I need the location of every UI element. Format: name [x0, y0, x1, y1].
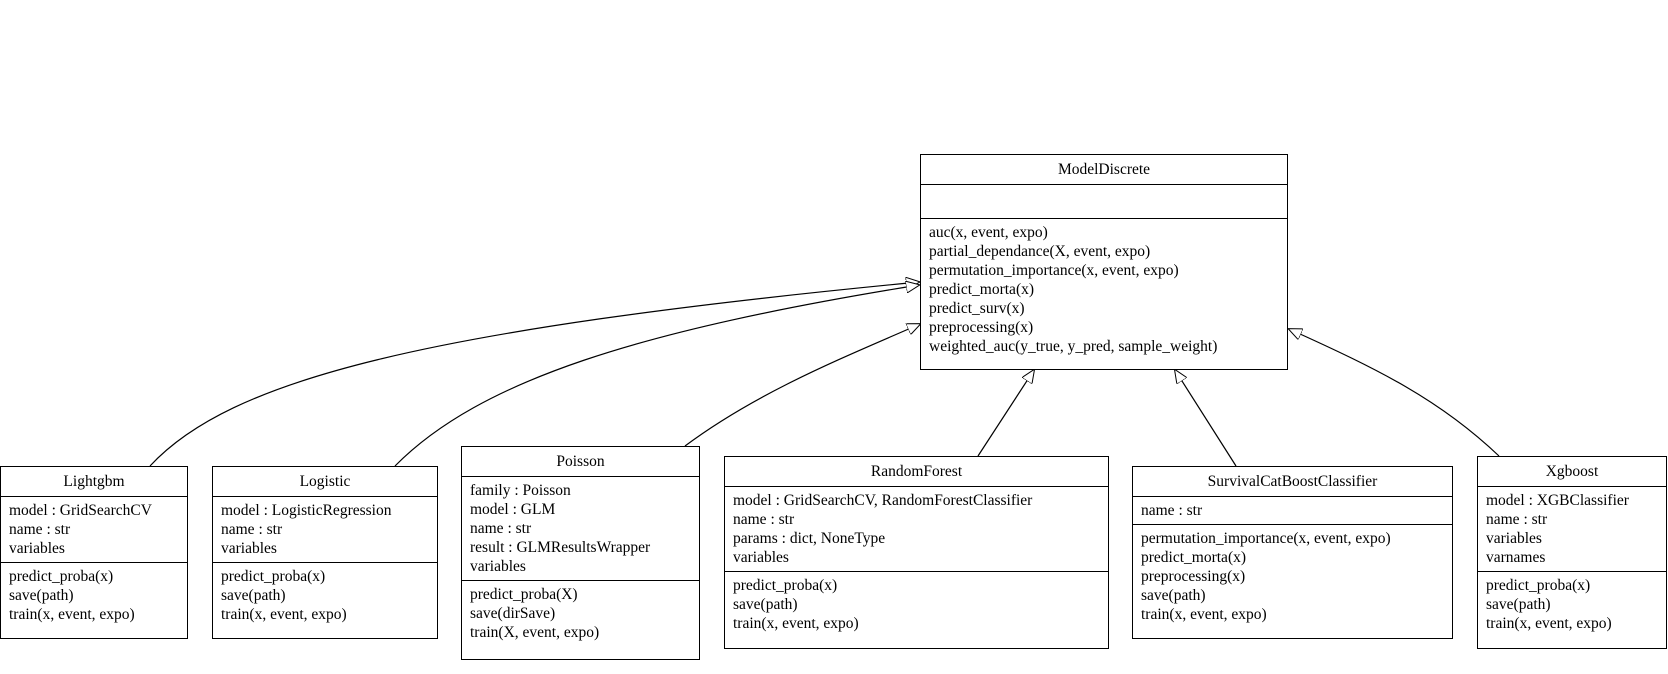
method-item: predict_proba(x)	[221, 568, 326, 585]
method-item: train(x, event, expo)	[1486, 615, 1612, 632]
class-lightgbm: Lightgbm model : GridSearchCV name : str…	[0, 466, 188, 639]
method-item: permutation_importance(x, event, expo)	[929, 262, 1179, 279]
attribute-item: name : str	[1486, 511, 1548, 528]
attributes-compartment: name : str	[1133, 497, 1452, 525]
attribute-item: variables	[1486, 530, 1542, 547]
method-item: train(x, event, expo)	[1141, 606, 1267, 623]
methods-compartment: predict_proba(x) save(path) train(x, eve…	[213, 563, 437, 628]
method-item: predict_morta(x)	[1141, 549, 1247, 566]
attribute-item: model : GridSearchCV	[9, 502, 152, 519]
class-modeldiscrete: ModelDiscrete auc(x, event, expo) partia…	[920, 154, 1288, 370]
method-item: predict_proba(x)	[733, 577, 838, 594]
edge-randomforest-to-modeldiscrete	[977, 370, 1034, 457]
attributes-compartment: model : GridSearchCV name : str variable…	[1, 497, 187, 563]
class-xgboost: Xgboost model : XGBClassifier name : str…	[1477, 456, 1667, 649]
edge-logistic-to-modeldiscrete	[394, 285, 919, 467]
method-item: save(dirSave)	[470, 605, 556, 622]
attribute-item: family : Poisson	[470, 482, 571, 499]
methods-compartment: predict_proba(x) save(path) train(x, eve…	[725, 572, 1108, 637]
method-item: predict_surv(x)	[929, 300, 1025, 317]
edge-poisson-to-modeldiscrete	[684, 324, 920, 447]
method-item: predict_proba(X)	[470, 586, 578, 603]
class-name-logistic: Logistic	[213, 467, 437, 497]
method-item: permutation_importance(x, event, expo)	[1141, 530, 1391, 547]
method-item: save(path)	[1141, 587, 1206, 604]
attribute-item: variables	[221, 540, 277, 557]
class-name-modeldiscrete: ModelDiscrete	[921, 155, 1287, 185]
attributes-compartment-empty	[921, 185, 1287, 219]
methods-compartment: auc(x, event, expo) partial_dependance(X…	[921, 219, 1287, 360]
attribute-item: variables	[733, 549, 789, 566]
methods-compartment: predict_proba(X) save(dirSave) train(X, …	[462, 581, 699, 646]
class-name-poisson: Poisson	[462, 447, 699, 477]
method-item: preprocessing(x)	[929, 319, 1034, 336]
attribute-item: params : dict, NoneType	[733, 530, 886, 547]
method-item: predict_proba(x)	[1486, 577, 1591, 594]
method-item: train(x, event, expo)	[9, 606, 135, 623]
class-name-randomforest: RandomForest	[725, 457, 1108, 487]
class-logistic: Logistic model : LogisticRegression name…	[212, 466, 438, 639]
attribute-item: name : str	[470, 520, 532, 537]
attributes-compartment: model : XGBClassifier name : str variabl…	[1478, 487, 1666, 572]
class-name-lightgbm: Lightgbm	[1, 467, 187, 497]
attribute-item: varnames	[1486, 549, 1546, 566]
attribute-item: name : str	[1141, 502, 1203, 519]
method-item: auc(x, event, expo)	[929, 224, 1048, 241]
edge-survivalcatboost-to-modeldiscrete	[1175, 370, 1237, 467]
attributes-compartment: family : Poisson model : GLM name : str …	[462, 477, 699, 581]
attribute-item: result : GLMResultsWrapper	[470, 539, 651, 556]
edge-xgboost-to-modeldiscrete	[1289, 329, 1500, 457]
method-item: predict_morta(x)	[929, 281, 1035, 298]
attribute-item: model : XGBClassifier	[1486, 492, 1629, 509]
method-item: train(x, event, expo)	[221, 606, 347, 623]
attribute-item: variables	[9, 540, 65, 557]
class-survivalcatboostclassifier: SurvivalCatBoostClassifier name : str pe…	[1132, 466, 1453, 639]
method-item: save(path)	[1486, 596, 1551, 613]
edge-lightgbm-to-modeldiscrete	[149, 282, 919, 467]
attributes-compartment: model : LogisticRegression name : str va…	[213, 497, 437, 563]
method-item: partial_dependance(X, event, expo)	[929, 243, 1151, 260]
attribute-item: model : GLM	[470, 501, 556, 518]
methods-compartment: predict_proba(x) save(path) train(x, eve…	[1478, 572, 1666, 637]
attribute-item: variables	[470, 558, 526, 575]
attribute-item: name : str	[9, 521, 71, 538]
method-item: save(path)	[9, 587, 74, 604]
method-item: train(x, event, expo)	[733, 615, 859, 632]
method-item: predict_proba(x)	[9, 568, 114, 585]
attribute-item: name : str	[221, 521, 283, 538]
method-item: weighted_auc(y_true, y_pred, sample_weig…	[929, 338, 1218, 355]
method-item: train(X, event, expo)	[470, 624, 600, 641]
class-name-survivalcatboostclassifier: SurvivalCatBoostClassifier	[1133, 467, 1452, 497]
method-item: save(path)	[733, 596, 798, 613]
class-poisson: Poisson family : Poisson model : GLM nam…	[461, 446, 700, 660]
methods-compartment: predict_proba(x) save(path) train(x, eve…	[1, 563, 187, 628]
class-name-xgboost: Xgboost	[1478, 457, 1666, 487]
attribute-item: model : GridSearchCV, RandomForestClassi…	[733, 492, 1033, 509]
attribute-item: name : str	[733, 511, 795, 528]
attribute-item: model : LogisticRegression	[221, 502, 392, 519]
method-item: save(path)	[221, 587, 286, 604]
method-item: preprocessing(x)	[1141, 568, 1246, 585]
methods-compartment: permutation_importance(x, event, expo) p…	[1133, 525, 1452, 628]
attributes-compartment: model : GridSearchCV, RandomForestClassi…	[725, 487, 1108, 572]
class-randomforest: RandomForest model : GridSearchCV, Rando…	[724, 456, 1109, 649]
